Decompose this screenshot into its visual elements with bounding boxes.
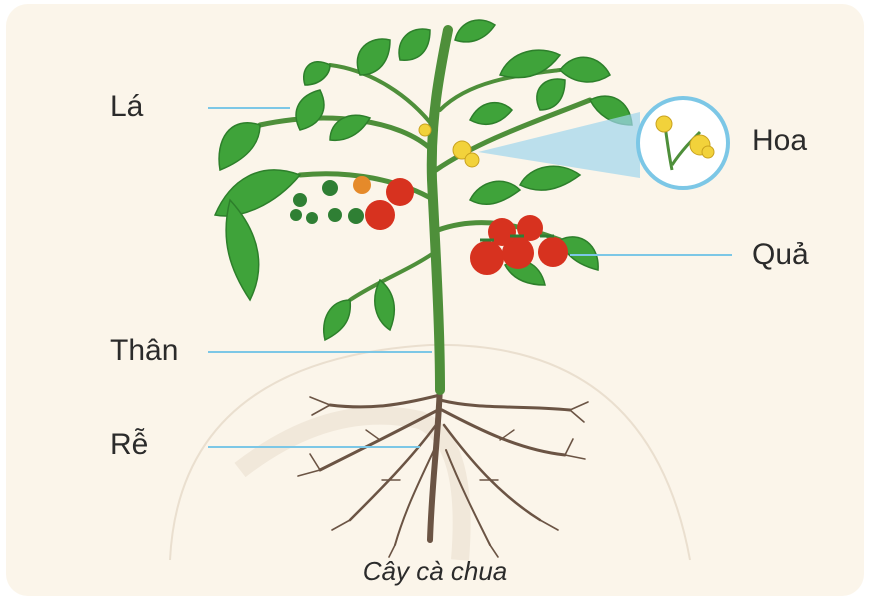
leaves bbox=[215, 20, 632, 340]
label-leaf: Lá bbox=[110, 92, 143, 122]
label-root: Rễ bbox=[110, 430, 148, 460]
label-fruit: Quả bbox=[752, 240, 809, 270]
label-stem: Thân bbox=[110, 336, 178, 366]
fruit-cluster-left bbox=[290, 176, 414, 230]
label-flower: Hoa bbox=[752, 126, 807, 156]
diagram-caption: Cây cà chua bbox=[300, 556, 570, 587]
